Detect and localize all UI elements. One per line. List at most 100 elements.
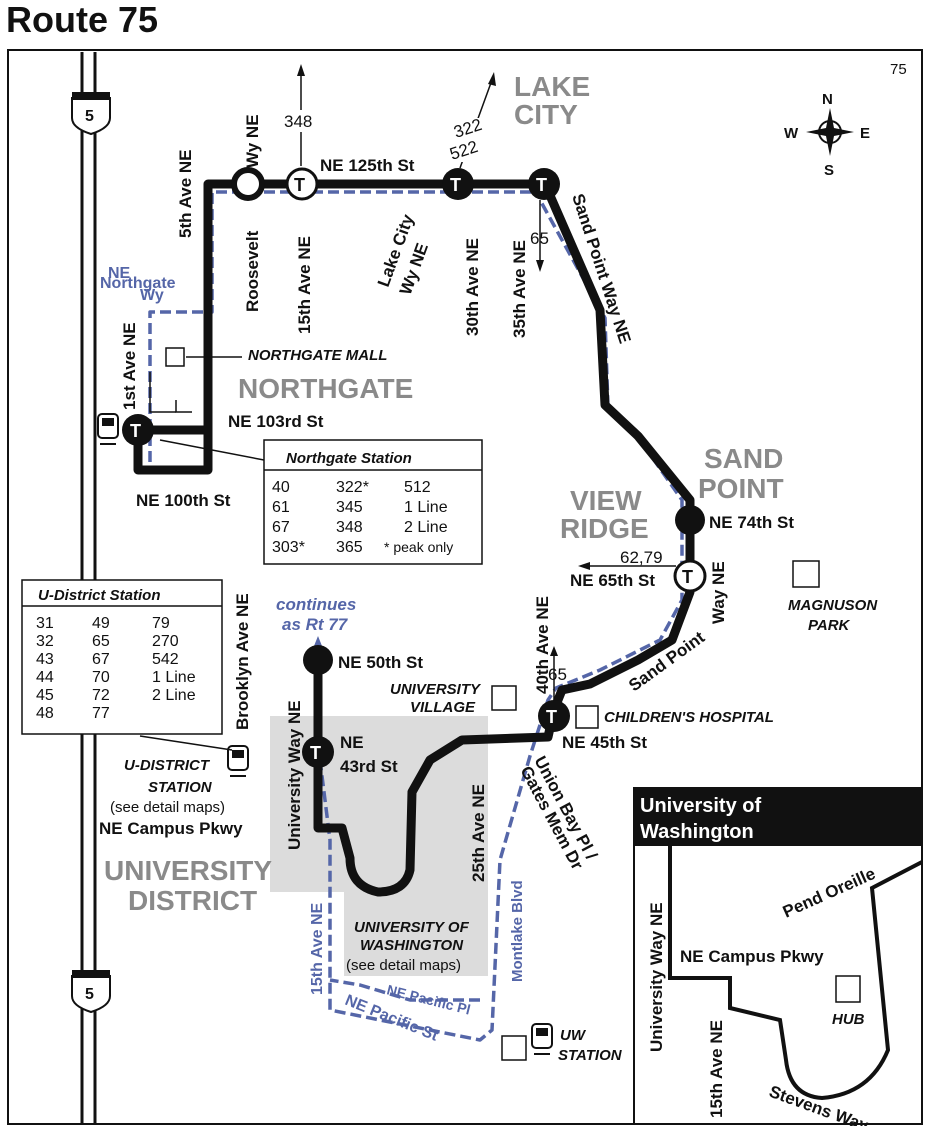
svg-text:61: 61 xyxy=(272,499,290,516)
label-university-village-1: UNIVERSITY xyxy=(390,681,482,698)
uw-campus-gray xyxy=(344,886,488,976)
label-uw-station-1: UW xyxy=(560,1027,587,1044)
svg-text:as Rt 77: as Rt 77 xyxy=(282,615,349,634)
label-1st-ave: 1st Ave NE xyxy=(120,322,139,410)
svg-text:* peak only: * peak only xyxy=(384,539,453,555)
ne-50th-timepoint-icon xyxy=(303,645,333,675)
continues-rt77: continues as Rt 77 xyxy=(276,595,356,658)
svg-text:45: 45 xyxy=(36,687,54,704)
transfer-stop-icon: T xyxy=(285,167,319,201)
connection-65-lower: 65 xyxy=(548,646,567,706)
area-lake-city-2: CITY xyxy=(514,99,578,130)
svg-text:5: 5 xyxy=(85,986,94,1003)
i5-shield-top-icon: 5 xyxy=(71,92,111,136)
svg-text:T: T xyxy=(294,175,305,195)
area-view-ridge-2: RIDGE xyxy=(560,513,649,544)
label-ne-50th: NE 50th St xyxy=(338,653,423,672)
svg-text:512: 512 xyxy=(404,479,431,496)
svg-text:T: T xyxy=(130,421,141,441)
svg-text:40: 40 xyxy=(272,479,290,496)
light-rail-icon xyxy=(531,1023,553,1055)
label-uw-campus-2: WASHINGTON xyxy=(360,937,464,954)
svg-text:31: 31 xyxy=(36,615,54,632)
label-ne-103rd: NE 103rd St xyxy=(228,412,324,431)
label-northgate-wy-2: Northgate xyxy=(100,275,176,292)
area-sand-point-2: POINT xyxy=(698,473,784,504)
label-university-way: University Way NE xyxy=(285,700,304,850)
childrens-hospital-box xyxy=(575,705,599,729)
label-ne-45th: NE 45th St xyxy=(562,733,647,752)
svg-text:348: 348 xyxy=(336,519,363,536)
svg-text:T: T xyxy=(310,743,321,763)
svg-text:5: 5 xyxy=(85,108,94,125)
light-rail-icon xyxy=(97,413,119,445)
svg-text:365: 365 xyxy=(336,539,363,556)
svg-text:1 Line: 1 Line xyxy=(404,499,448,516)
svg-text:70: 70 xyxy=(92,669,110,686)
route-75-line xyxy=(133,179,695,897)
label-ne-43rd-2: 43rd St xyxy=(340,757,398,776)
label-udistrict-see-detail: (see detail maps) xyxy=(110,799,225,816)
svg-text:345: 345 xyxy=(336,499,363,516)
label-ne-65th: NE 65th St xyxy=(570,571,655,590)
label-uw-campus-1: UNIVERSITY OF xyxy=(354,919,470,936)
inset-title-2: Washington xyxy=(640,821,754,843)
svg-text:77: 77 xyxy=(92,705,110,722)
alt-route-pacific xyxy=(329,978,480,1002)
uw-station-box xyxy=(501,1035,527,1061)
svg-text:1 Line: 1 Line xyxy=(152,669,196,686)
svg-text:E: E xyxy=(860,125,870,142)
transfer-stop-icon: T xyxy=(673,559,707,593)
label-ne-43rd-1: NE xyxy=(340,733,364,752)
university-village-box xyxy=(491,685,517,711)
area-lake-city-1: LAKE xyxy=(514,71,590,102)
map-frame xyxy=(7,49,923,1125)
svg-text:W: W xyxy=(784,125,799,142)
svg-text:S: S xyxy=(824,162,834,179)
svg-text:2 Line: 2 Line xyxy=(404,519,448,536)
northgate-mall-box xyxy=(165,347,185,367)
inset-title-1: University of xyxy=(640,795,761,817)
label-way-ne: Way NE xyxy=(709,561,728,624)
svg-text:N: N xyxy=(822,91,833,108)
svg-text:542: 542 xyxy=(152,651,179,668)
svg-text:49: 49 xyxy=(92,615,110,632)
svg-text:T: T xyxy=(682,567,693,587)
svg-text:67: 67 xyxy=(92,651,110,668)
label-inset-campus-pkwy: NE Campus Pkwy xyxy=(680,947,824,966)
label-40th-ave: 40th Ave NE xyxy=(533,596,552,694)
label-ne-125th: NE 125th St xyxy=(320,156,415,175)
svg-text:65: 65 xyxy=(548,665,567,684)
label-15th-ave-lower: 15th Ave NE xyxy=(309,902,326,995)
label-montlake: Montlake Blvd xyxy=(509,880,526,982)
svg-text:65: 65 xyxy=(530,229,549,248)
svg-text:43: 43 xyxy=(36,651,54,668)
uw-inset: University of Washington HUB Pend Oreill… xyxy=(633,787,923,1131)
area-view-ridge-1: VIEW xyxy=(570,485,642,516)
svg-text:270: 270 xyxy=(152,633,179,650)
svg-text:T: T xyxy=(546,707,557,727)
label-udistrict-station-1: U-DISTRICT xyxy=(124,757,211,774)
svg-text:67: 67 xyxy=(272,519,290,536)
area-university-1: UNIVERSITY xyxy=(104,855,272,886)
label-northgate-wy-3: Wy xyxy=(140,287,164,304)
map-title: Route 75 xyxy=(6,0,158,40)
svg-text:32: 32 xyxy=(36,633,54,650)
label-ne-campus-pkwy: NE Campus Pkwy xyxy=(99,819,243,838)
page-number: 75 xyxy=(890,61,907,78)
label-magnuson-1: MAGNUSON xyxy=(788,597,878,614)
area-sand-point-1: SAND xyxy=(704,443,783,474)
label-15th-ave: 15th Ave NE xyxy=(295,236,314,334)
light-rail-icon xyxy=(227,745,249,777)
svg-text:T: T xyxy=(536,175,547,195)
i5-shield-bottom-icon: 5 xyxy=(71,970,111,1014)
label-northgate-wy-1: NE xyxy=(108,265,131,282)
label-northgate-mall: NORTHGATE MALL xyxy=(248,347,387,364)
label-5th-ave: 5th Ave NE xyxy=(176,150,195,239)
area-northgate: NORTHGATE xyxy=(238,373,413,404)
magnuson-box xyxy=(792,560,820,588)
label-inset-15th-ave: 15th Ave NE xyxy=(707,1020,726,1118)
